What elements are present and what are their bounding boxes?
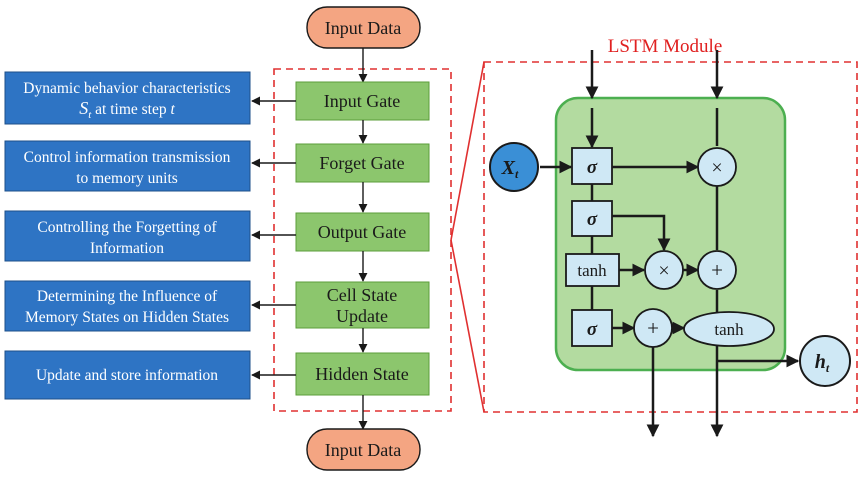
multiply-op-mid-label: × xyxy=(658,260,669,282)
add-op-bottom-label: + xyxy=(647,316,659,340)
desc-1-line2: St at time step t xyxy=(79,98,175,121)
multiply-op-mid xyxy=(644,250,684,290)
sigma-3-label: σ xyxy=(587,319,598,340)
add-op-bottom xyxy=(633,308,673,348)
hidden-state-label: Hidden State xyxy=(315,364,408,384)
desc-1-line1: Dynamic behavior characteristics xyxy=(23,80,230,97)
multiply-op-top xyxy=(697,147,737,187)
desc-2-line1: Control information transmission xyxy=(24,149,231,166)
output-gate-label: Output Gate xyxy=(318,222,406,242)
tanh-box-label: tanh xyxy=(577,261,607,280)
input-data-bottom-label: Input Data xyxy=(325,440,401,460)
right-dashed-frame xyxy=(483,61,858,413)
sigma-1-label: σ xyxy=(587,157,598,178)
desc-box-5 xyxy=(4,350,251,400)
input-xt-node xyxy=(489,142,539,192)
desc-2-line2: to memory units xyxy=(76,170,178,187)
desc-box-3 xyxy=(4,210,251,262)
sigma-box-1 xyxy=(571,147,613,185)
output-ht-label: ht xyxy=(815,351,830,375)
add-op-right xyxy=(697,250,737,290)
multiply-op-top-label: × xyxy=(711,157,722,179)
desc-4-line2: Memory States on Hidden States xyxy=(25,309,229,326)
desc-3-line1: Controlling the Forgetting of xyxy=(37,219,217,236)
tanh-ellipse-label: tanh xyxy=(714,320,744,339)
desc-box-2 xyxy=(4,140,251,192)
tanh-ellipse xyxy=(683,311,775,347)
sigma-box-3 xyxy=(571,309,613,347)
zoom-line-top xyxy=(450,61,485,241)
sigma-2-label: σ xyxy=(587,209,598,230)
desc-3-line2: Information xyxy=(90,240,164,257)
output-ht-node xyxy=(799,335,851,387)
forget-gate-label: Forget Gate xyxy=(319,153,404,173)
lstm-arrow xyxy=(612,214,671,252)
lstm-title: LSTM Module xyxy=(608,36,723,57)
desc-box-4 xyxy=(4,280,251,332)
tanh-box xyxy=(565,253,620,287)
desc-5-line1: Update and store information xyxy=(36,367,218,384)
zoom-line-bottom xyxy=(450,239,485,413)
input-data-top-label: Input Data xyxy=(325,18,401,38)
desc-box-1 xyxy=(4,71,251,125)
input-gate-box xyxy=(295,81,430,121)
sigma-box-2 xyxy=(571,200,613,237)
add-op-right-label: + xyxy=(711,258,723,282)
input-data-bottom xyxy=(306,428,421,471)
input-xt-label: Xt xyxy=(501,157,519,181)
input-gate-label: Input Gate xyxy=(324,91,400,111)
hidden-state-box xyxy=(295,352,430,396)
desc-4-line1: Determining the Influence of xyxy=(37,288,218,305)
